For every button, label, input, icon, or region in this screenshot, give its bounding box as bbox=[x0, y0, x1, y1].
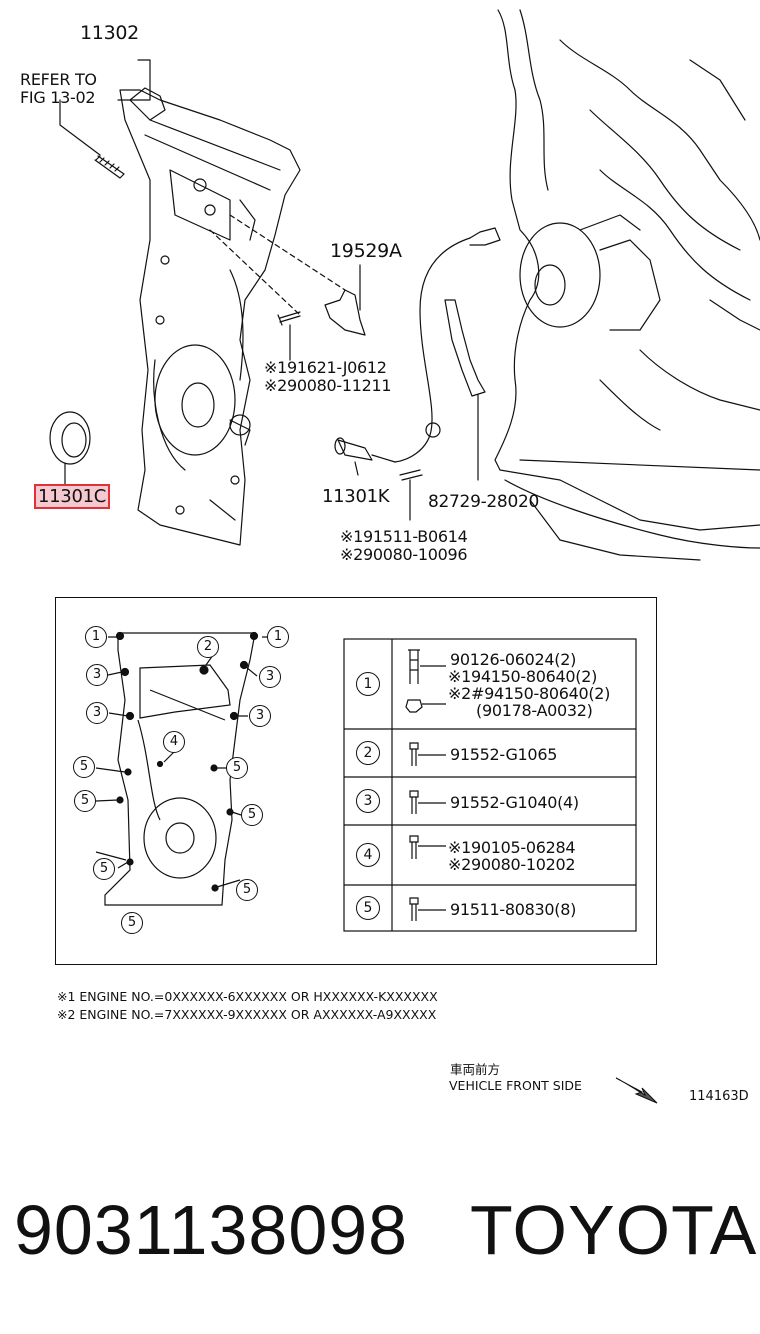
label-seal[interactable]: 11301C bbox=[34, 484, 111, 509]
part-number: 9031138098 bbox=[14, 1191, 409, 1269]
position-circle: 5 bbox=[236, 879, 258, 901]
label-refer-line1: REFER TO bbox=[20, 70, 97, 89]
table-row-key: 5 bbox=[356, 896, 380, 920]
label-gasket: 19529A bbox=[330, 240, 402, 262]
footnote-2: ※2 ENGINE NO.=7XXXXXX-9XXXXXX OR AXXXXXX… bbox=[57, 1007, 437, 1022]
position-circle: 5 bbox=[93, 858, 115, 880]
label-assembly: 11302 bbox=[80, 22, 139, 44]
direction-jp: 車両前方 bbox=[450, 1062, 501, 1077]
table-row-part: ※290080-10202 bbox=[448, 855, 576, 874]
seal-highlight[interactable]: 11301C bbox=[34, 484, 111, 509]
label-sensor-bolt1: ※191511-B0614 bbox=[340, 527, 468, 546]
table-row-part: ※194150-80640(2) bbox=[448, 667, 598, 686]
table-row-key: 2 bbox=[356, 741, 380, 765]
table-row-part: ※190105-06284 bbox=[448, 838, 576, 857]
label-sensor-bracket: 82729-28020 bbox=[428, 492, 539, 512]
position-circle: 5 bbox=[241, 804, 263, 826]
table-row-part: 91552-G1065 bbox=[450, 744, 558, 764]
brand-name: TOYOTA bbox=[470, 1191, 758, 1269]
table-row-part: (90178-A0032) bbox=[476, 701, 593, 720]
table-row-key: 3 bbox=[356, 789, 380, 813]
position-circle: 5 bbox=[226, 757, 248, 779]
position-circle: 3 bbox=[259, 666, 281, 688]
label-sensor-bolt2: ※290080-10096 bbox=[340, 545, 468, 564]
label-refer-line2: FIG 13-02 bbox=[20, 88, 96, 107]
table-row-part: 90126-06024(2) bbox=[450, 650, 577, 669]
position-circle: 5 bbox=[74, 790, 96, 812]
bolt-location-panel bbox=[55, 597, 657, 965]
table-row-key: 4 bbox=[356, 843, 380, 867]
table-row-part: ※2#94150-80640(2) bbox=[448, 684, 611, 703]
footnote-1: ※1 ENGINE NO.=0XXXXXX-6XXXXXX OR HXXXXXX… bbox=[57, 989, 438, 1004]
direction-en: VEHICLE FRONT SIDE bbox=[449, 1078, 582, 1093]
figure-id: 114163D bbox=[689, 1089, 749, 1104]
position-circle: 1 bbox=[85, 626, 107, 648]
position-circle: 1 bbox=[267, 626, 289, 648]
table-row-key: 1 bbox=[356, 672, 380, 696]
position-circle: 5 bbox=[121, 912, 143, 934]
label-bolt-note2: ※290080-11211 bbox=[264, 376, 392, 395]
position-circle: 5 bbox=[73, 756, 95, 778]
table-row-part: 91552-G1040(4) bbox=[450, 792, 579, 812]
table-row-part: 91511-80830(8) bbox=[450, 899, 577, 919]
position-circle: 3 bbox=[86, 664, 108, 686]
exploded-diagram bbox=[49, 9, 760, 561]
position-circle: 4 bbox=[163, 731, 185, 753]
position-circle: 2 bbox=[197, 636, 219, 658]
position-circle: 3 bbox=[249, 705, 271, 727]
label-bolt-note1: ※191621-J0612 bbox=[264, 358, 387, 377]
label-sensor: 11301K bbox=[322, 486, 390, 507]
position-circle: 3 bbox=[86, 702, 108, 724]
